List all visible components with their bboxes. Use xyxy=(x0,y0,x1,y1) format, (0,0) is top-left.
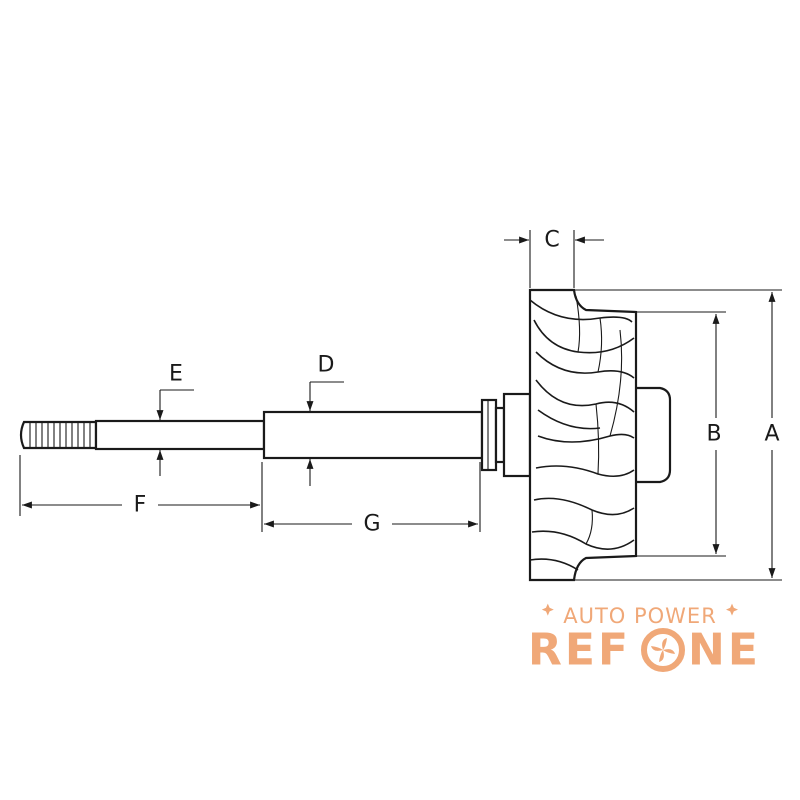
seal-collar xyxy=(480,392,532,478)
logo-fan-o-icon xyxy=(641,628,685,672)
label-b: B xyxy=(706,422,721,447)
dimension-e: E xyxy=(156,362,194,476)
logo-line-1: AUTO POWER xyxy=(563,604,717,628)
turbine-wheel xyxy=(528,288,638,582)
label-d: D xyxy=(318,353,335,378)
dimension-c: C xyxy=(504,228,604,288)
label-c: C xyxy=(544,228,559,253)
dimension-g: G xyxy=(264,462,481,537)
logo-line-2a: REF xyxy=(528,625,631,676)
dimension-b: B xyxy=(636,311,726,557)
shaft-thick-section xyxy=(262,410,484,460)
dimension-f: F xyxy=(19,455,263,532)
label-e: E xyxy=(169,362,183,387)
label-f: F xyxy=(134,493,147,518)
refone-logo: AUTO POWER REF NE xyxy=(528,603,761,676)
label-a: A xyxy=(764,422,779,447)
logo-sparkle-right-icon xyxy=(726,603,738,616)
logo-line-2b: NE xyxy=(688,625,761,676)
wheel-nose-boss xyxy=(628,386,672,484)
shaft-thin-section xyxy=(94,419,266,451)
logo-sparkle-left-icon xyxy=(541,603,554,616)
dimension-a: A xyxy=(574,289,782,581)
label-g: G xyxy=(363,512,380,537)
threaded-shaft-end xyxy=(19,420,98,450)
dimension-d: D xyxy=(306,353,344,486)
